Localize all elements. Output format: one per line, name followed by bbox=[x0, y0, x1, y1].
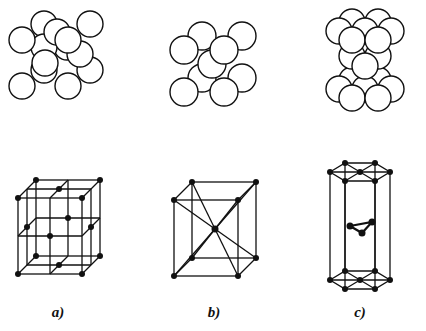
bcc-lattice bbox=[174, 182, 256, 276]
figure-label: a) bbox=[52, 304, 65, 321]
fcc-lattice bbox=[18, 180, 100, 274]
fcc-atoms bbox=[15, 177, 103, 277]
bcc-spheres bbox=[170, 22, 256, 106]
hcp-atoms bbox=[327, 160, 393, 292]
figure-label: c) bbox=[354, 304, 366, 321]
hcp-lattice bbox=[330, 163, 390, 289]
bcc-atoms bbox=[171, 179, 259, 279]
figure-label: b) bbox=[208, 304, 221, 321]
hcp-spheres bbox=[326, 9, 404, 111]
fcc-spheres bbox=[9, 11, 103, 99]
